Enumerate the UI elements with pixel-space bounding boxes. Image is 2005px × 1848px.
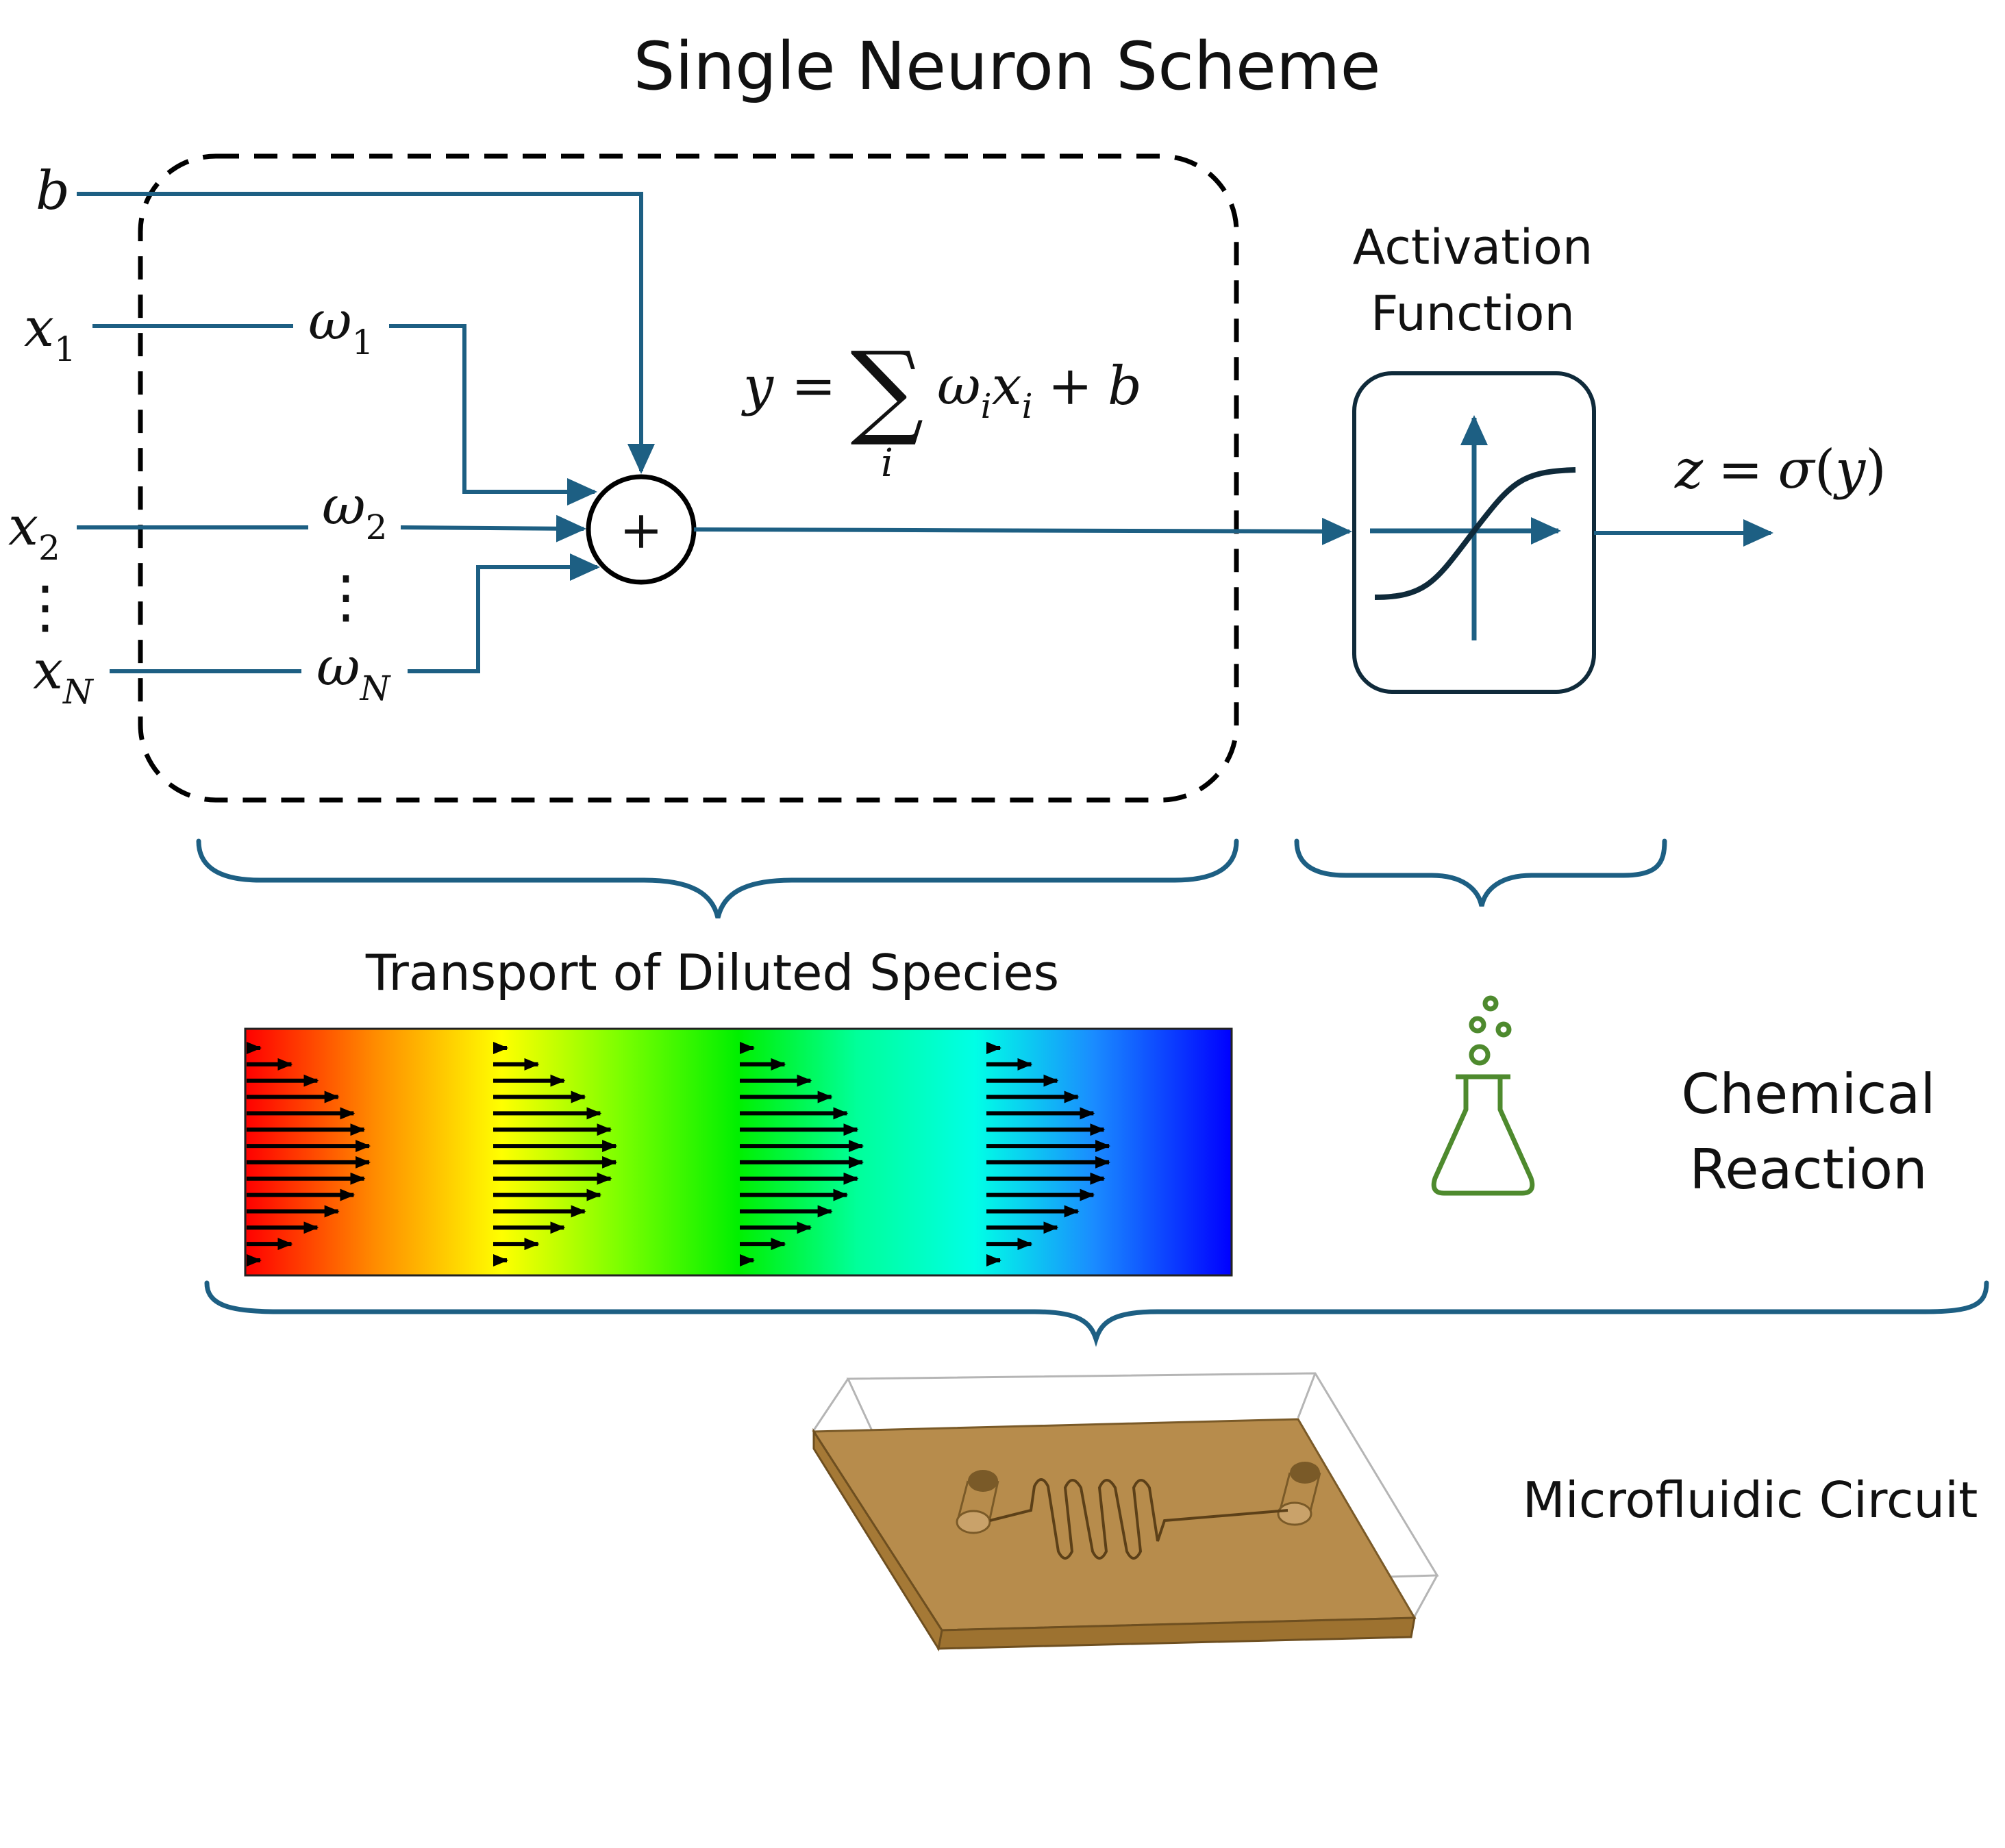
xN-wire-b (408, 553, 600, 673)
plus-circle-icon: + (586, 474, 697, 585)
sum-output-wire (693, 517, 1352, 545)
x2-wire-b (400, 514, 586, 542)
input-x2-label: x2 (8, 496, 60, 568)
input-xN-label: xN (33, 640, 95, 712)
weight-w1-label: ω1 (308, 290, 373, 362)
diagram-title: Single Neuron Scheme (633, 28, 1380, 105)
weight-dots: ⋮ (317, 563, 375, 630)
equation-index: i (881, 441, 893, 486)
velocity-profile-arrows (247, 1042, 1111, 1266)
sigmoid-icon (1352, 371, 1596, 694)
summation-block-boundary (138, 153, 1239, 803)
chemical-label-line1: Chemical (1681, 1062, 1935, 1126)
activation-label-line2: Function (1371, 286, 1575, 342)
bias-wire (77, 192, 655, 474)
summation-equation: y= ∑ i ωixi+b (741, 330, 1142, 486)
equation-rhs: ωixi+b (937, 355, 1142, 426)
transport-label: Transport of Diluted Species (365, 944, 1059, 1001)
weight-wN-label: ωN (316, 636, 392, 708)
input-dots: ⋮ (16, 573, 74, 640)
output-equation: z=σ(y) (1674, 439, 1886, 501)
activation-brace (1294, 838, 1667, 907)
flask-icon (1431, 995, 1535, 1196)
bottom-brace (204, 1280, 1989, 1347)
summation-symbol: + (619, 499, 663, 560)
bias-input-label: b (36, 160, 70, 222)
equation-lhs: y= (741, 355, 836, 417)
transport-panel (244, 1027, 1233, 1277)
activation-label-line1: Activation (1353, 219, 1593, 275)
chemical-label-line2: Reaction (1689, 1138, 1927, 1201)
weight-w2-label: ω2 (322, 475, 387, 547)
input-x1-label: x1 (24, 297, 76, 369)
x1-wire-b (389, 324, 597, 505)
microfluidic-chip-icon (812, 1372, 1439, 1652)
microfluidic-label: Microfluidic Circuit (1523, 1471, 1978, 1529)
summation-brace (196, 838, 1239, 919)
equation-sigma: ∑ (850, 330, 923, 449)
